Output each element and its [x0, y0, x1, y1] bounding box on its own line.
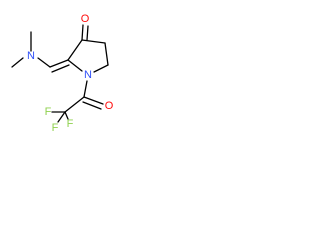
- bond-ch-c2: [49, 59, 69, 68]
- chemical-structure-diagram: O N N O F F F: [11, 13, 114, 134]
- bond-n-methyl-left: [11, 57, 24, 68]
- bond-acyl-o-double: [82, 101, 102, 110]
- bond-n-ch: [37, 57, 51, 68]
- atom-label-fluorine-3: F: [52, 122, 59, 134]
- bond-c3-c4: [81, 39, 106, 44]
- bond-acyl-o: [83, 96, 104, 105]
- atom-label-dimethylamino-nitrogen: N: [27, 50, 35, 62]
- atom-label-fluorine-2: F: [67, 118, 74, 130]
- bond-c-f-down: [57, 111, 66, 123]
- bond-c3-o: [81, 24, 84, 41]
- bond-ch-c2-double: [51, 64, 70, 73]
- bond-c4-c5: [104, 42, 109, 66]
- bonds: [11, 24, 109, 123]
- bond-c3-o-double: [86, 25, 89, 41]
- bond-c2-c3: [67, 39, 83, 61]
- bond-acyl-cf3: [64, 96, 85, 113]
- bond-c-f-up: [64, 111, 69, 120]
- atom-label-acyl-oxygen: O: [105, 100, 114, 112]
- atom-label-fluorine-1: F: [45, 106, 52, 118]
- bond-c5-n1: [93, 64, 109, 73]
- atom-label-ketone-oxygen: O: [81, 13, 90, 25]
- bond-n1-acyl: [83, 80, 88, 98]
- atom-labels: O N N O F F F: [27, 13, 114, 134]
- bond-n1-c2: [67, 59, 83, 72]
- atom-label-ring-nitrogen: N: [84, 69, 92, 81]
